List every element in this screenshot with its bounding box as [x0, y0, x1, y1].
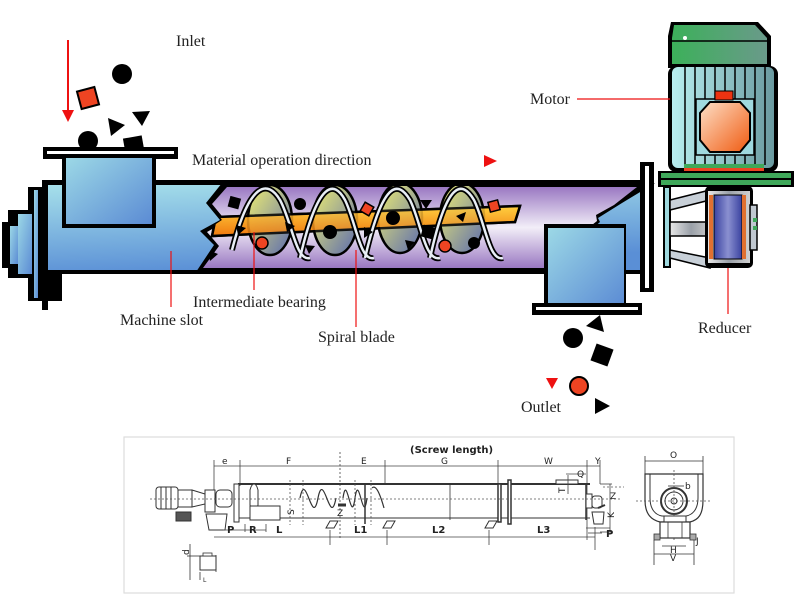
dim-b: b — [685, 482, 691, 492]
dim-L-detail: L — [203, 577, 207, 584]
dim-E: E — [361, 457, 367, 467]
dim-K: K — [607, 511, 617, 518]
dim-L: L — [276, 525, 283, 536]
drawing-centerline — [150, 480, 624, 525]
mounting-plate — [658, 171, 794, 187]
particle-triangle — [586, 315, 604, 332]
dim-H: H — [670, 546, 677, 556]
reducer-label: Reducer — [698, 320, 752, 337]
particle-circle — [112, 64, 132, 84]
callout-spiral-blade: Spiral blade — [318, 250, 395, 346]
particle-circle — [563, 328, 583, 348]
particle-circle-red — [569, 376, 589, 396]
dim-T: T — [558, 487, 568, 494]
inlet-hopper — [43, 147, 178, 228]
outlet-arrow — [546, 319, 558, 389]
dim-O: O — [670, 451, 677, 461]
screw-assembly — [208, 186, 522, 262]
motor-label: Motor — [530, 91, 571, 108]
outlet-label: Outlet — [521, 399, 562, 416]
intermediate-bearing-label: Intermediate bearing — [193, 294, 326, 311]
interior-particles — [208, 195, 502, 261]
drawing-drive-unit — [155, 486, 233, 531]
dim-V: V — [670, 554, 677, 564]
end-view: O b J H V — [636, 451, 712, 565]
callout-reducer: Reducer — [698, 268, 752, 337]
dim-F: F — [286, 457, 291, 467]
side-dimension-lines — [566, 473, 612, 533]
inlet-label: Inlet — [176, 33, 206, 50]
technical-drawing: (Screw length) e F E G W Y — [123, 436, 735, 594]
dim-W: W — [544, 457, 553, 467]
screw-length-label: (Screw length) — [410, 445, 493, 456]
dim-P-left: P — [227, 525, 234, 536]
dim-Q: Q — [577, 470, 584, 480]
particle-square — [590, 343, 614, 367]
machine-slot-label: Machine slot — [120, 312, 204, 329]
right-flange — [640, 162, 654, 292]
particle-triangle — [132, 111, 150, 126]
dim-Y: Y — [594, 457, 601, 467]
dim-L3: L3 — [537, 525, 550, 536]
dim-L1: L1 — [354, 525, 367, 536]
motor-junction-box — [699, 101, 751, 153]
bottom-dimension-line — [214, 524, 602, 550]
particle-circle — [78, 131, 98, 151]
dim-P-right: P — [606, 529, 613, 540]
motor — [668, 22, 778, 172]
left-end-cap — [2, 180, 62, 310]
outlet-hopper — [532, 224, 642, 315]
key-detail: d L — [182, 544, 217, 584]
inlet-particles — [75, 64, 150, 153]
dim-R: R — [249, 525, 257, 536]
top-dimension-line — [213, 452, 601, 540]
particle-square-red — [75, 85, 101, 111]
direction-label: Material operation direction — [192, 152, 371, 169]
dim-Z: Z — [610, 492, 616, 502]
drawing-support-feet — [325, 520, 498, 529]
bracket — [663, 186, 713, 269]
dim-G: G — [441, 457, 448, 467]
outlet-particles — [563, 315, 614, 414]
callout-intermediate-bearing: Intermediate bearing — [193, 232, 326, 311]
inlet-arrow — [62, 40, 160, 122]
dim-Z-inner: Z — [337, 509, 343, 519]
spiral-blade-label: Spiral blade — [318, 329, 395, 346]
dim-L2: L2 — [432, 525, 445, 536]
callout-machine-slot: Machine slot — [120, 251, 204, 329]
dim-d: d — [182, 549, 192, 555]
dim-e: e — [222, 457, 228, 467]
dim-J: J — [695, 537, 699, 547]
dim-S: S — [287, 509, 297, 515]
callout-motor: Motor — [530, 91, 670, 108]
particle-triangle — [108, 118, 125, 136]
drawing-trough — [233, 479, 606, 525]
particle-triangle — [595, 398, 610, 414]
reducer — [705, 186, 758, 268]
direction-arrow — [395, 155, 497, 167]
